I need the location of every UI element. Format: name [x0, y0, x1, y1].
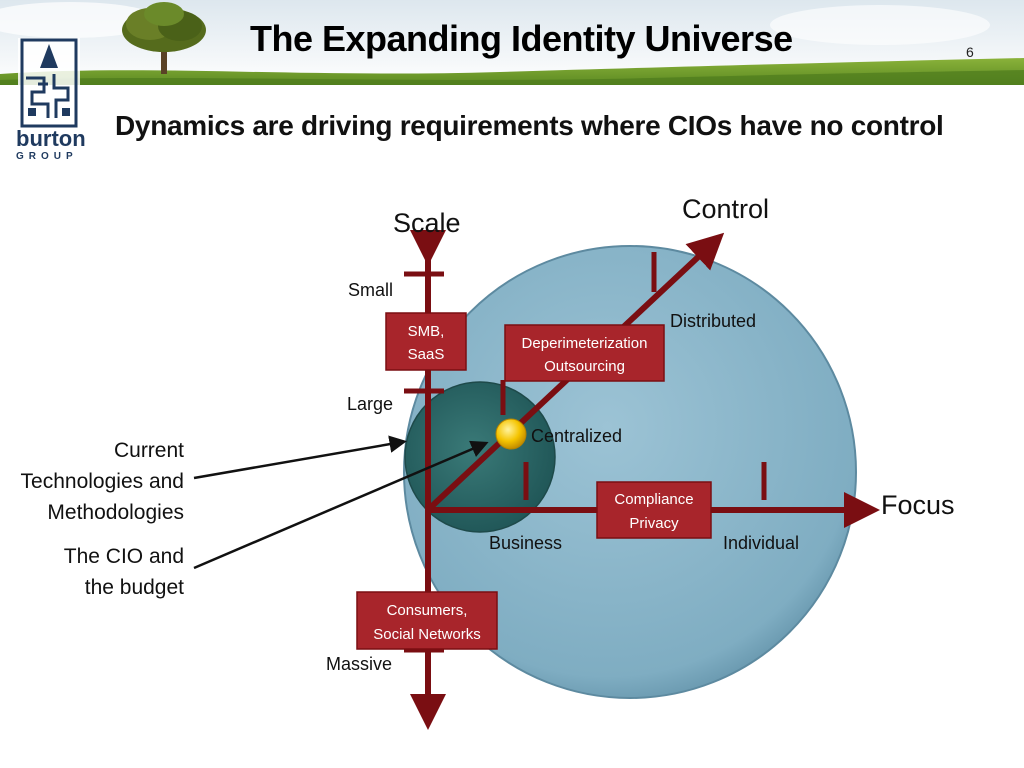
deperimeterization-box: Deperimeterization Outsourcing	[504, 324, 665, 382]
current-tech-line-1: Current	[114, 439, 184, 462]
smb-box-line-2: SaaS	[408, 346, 445, 363]
scale-label-small: Small	[348, 280, 393, 300]
cio-budget-pointer-arrow	[193, 440, 489, 570]
cio-budget-line-1: The CIO and	[64, 545, 184, 568]
banner-background	[0, 0, 1024, 85]
scale-axis-title: Scale	[393, 208, 461, 238]
logo-mark-icon	[18, 38, 80, 128]
burton-group-logo	[18, 38, 80, 133]
cio-budget-line-2: the budget	[85, 576, 184, 599]
control-label-centralized: Centralized	[531, 426, 622, 446]
slide-subtitle: Dynamics are driving requirements where …	[115, 110, 944, 141]
compliance-box-line-2: Privacy	[629, 515, 679, 532]
landscape-banner	[0, 0, 1024, 85]
smb-box-line-1: SMB,	[408, 323, 445, 340]
slide-title: The Expanding Identity Universe	[250, 18, 793, 59]
page-number: 6	[966, 44, 974, 60]
scale-label-massive: Massive	[326, 654, 392, 674]
current-tech-pointer-arrow	[193, 435, 407, 480]
control-axis-title: Control	[682, 194, 769, 224]
deperimeterization-box-line-2: Outsourcing	[544, 358, 625, 375]
consumers-box-line-1: Consumers,	[387, 602, 468, 619]
deperimeterization-box-line-1: Deperimeterization	[522, 335, 648, 352]
consumers-box-line-2: Social Networks	[373, 626, 481, 643]
smb-saas-box: SMB, SaaS	[385, 312, 467, 371]
scale-label-large: Large	[347, 394, 393, 414]
compliance-privacy-box: Compliance Privacy	[596, 481, 712, 539]
consumers-social-box: Consumers, Social Networks	[356, 591, 498, 650]
focus-axis-title: Focus	[881, 490, 955, 520]
current-tech-line-3: Methodologies	[47, 501, 184, 524]
focus-label-individual: Individual	[723, 533, 799, 553]
focus-label-business: Business	[489, 533, 562, 553]
current-tech-line-2: Technologies and	[21, 470, 184, 493]
control-label-distributed: Distributed	[670, 311, 756, 331]
logo-tagline: GROUP	[16, 151, 78, 162]
logo-wordmark: burton	[16, 126, 86, 151]
compliance-box-line-1: Compliance	[614, 491, 693, 508]
cio-position-dot	[495, 418, 527, 450]
